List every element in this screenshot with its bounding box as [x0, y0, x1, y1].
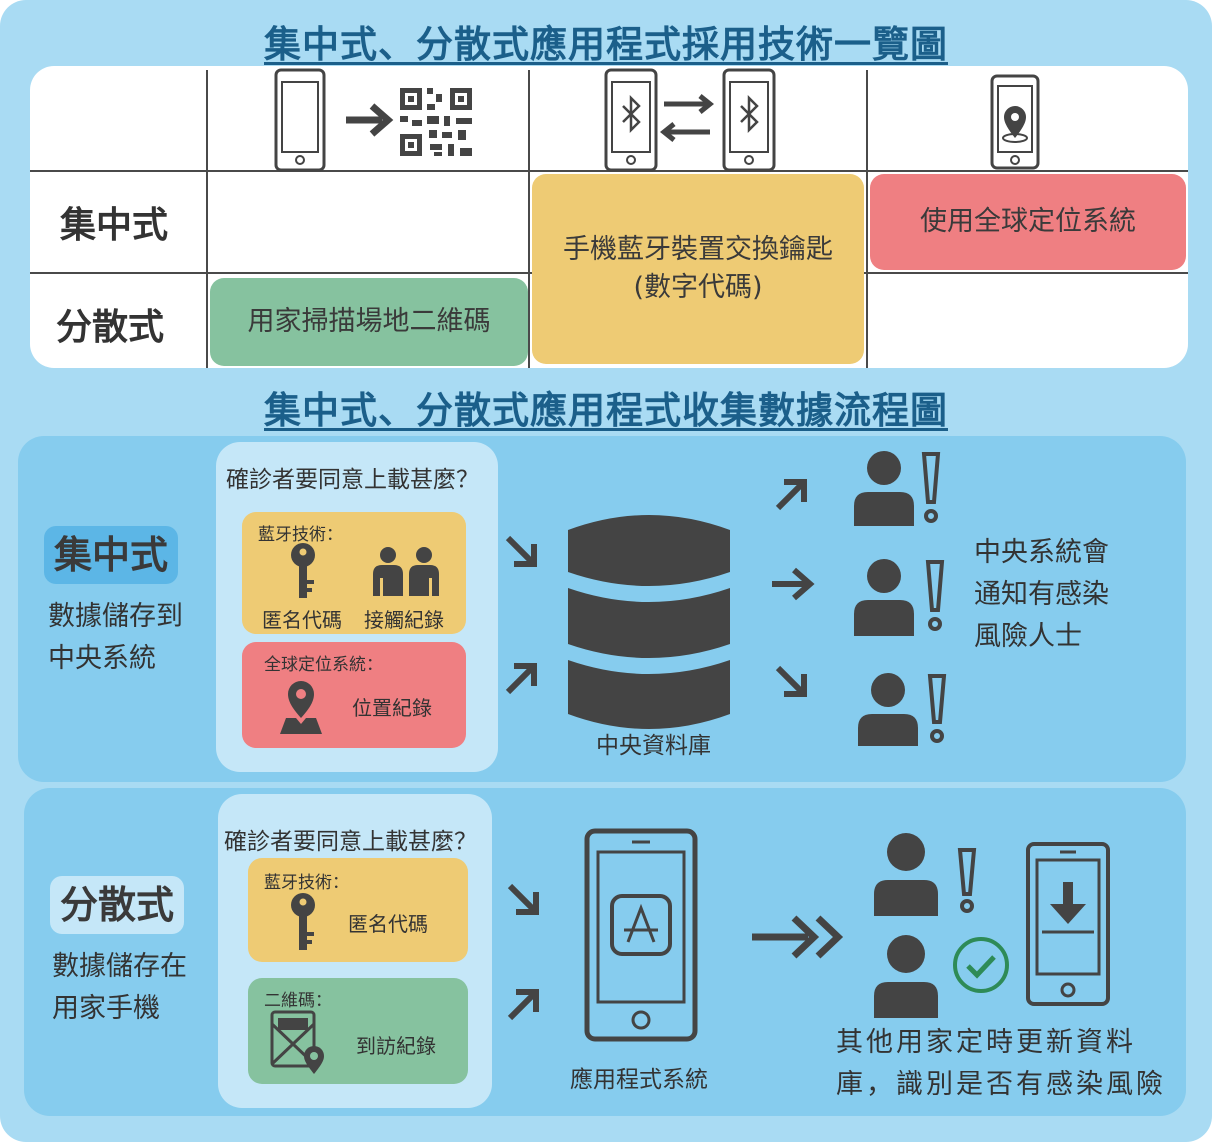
decentralized-bluetooth-box: 藍牙技術： 匿名代碼	[248, 858, 468, 962]
location-record-label: 位置紀錄	[352, 696, 432, 720]
technology-table: 集中式 分散式	[30, 66, 1188, 368]
users-status-icon	[874, 833, 977, 1018]
decentralized-section: 分散式 數據儲存在 用家手機 確診者要同意上載甚麼？ 藍牙技術： 匿名代碼 二維…	[24, 788, 1186, 1116]
centralized-desc-1: 數據儲存到	[48, 601, 183, 632]
cell-gps-text: 使用全球定位系統	[920, 206, 1136, 238]
update-text-2: 庫，識別是否有感染風險	[836, 1069, 1166, 1100]
data-flow-title: 集中式、分散式應用程式收集數據流程圖	[264, 389, 948, 432]
row-label-decentralized: 分散式	[56, 307, 165, 348]
qr-title: 二維碼：	[264, 991, 332, 1011]
centralized-section: 集中式 數據儲存到 中央系統 確診者要同意上載甚麼？ 藍牙技術： 匿名代碼 接觸…	[18, 436, 1186, 782]
arrow-down-right-icon	[775, 665, 807, 697]
table-divider	[528, 70, 530, 368]
central-database-label: 中央資料庫	[596, 733, 711, 759]
key-icon	[291, 893, 315, 950]
double-arrow-right-icon	[752, 915, 844, 959]
table-divider	[206, 70, 208, 368]
decentralized-consent-panel: 確診者要同意上載甚麼？ 藍牙技術： 匿名代碼 二維碼：	[218, 794, 492, 1108]
app-system-label: 應用程式系統	[570, 1067, 708, 1093]
central-database-icon	[568, 515, 730, 729]
notify-text-2: 通知有感染	[974, 579, 1109, 610]
gps-phone-icon	[990, 74, 1040, 170]
cell-gps: 使用全球定位系統	[870, 174, 1186, 270]
centralized-consent-panel: 確診者要同意上載甚麼？ 藍牙技術： 匿名代碼 接觸紀錄 全球定位系統：	[216, 442, 498, 772]
tech-overview-title: 集中式、分散式應用程式採用技術一覽圖	[264, 23, 948, 66]
venue-map-icon	[270, 1010, 324, 1074]
update-text-1: 其他用家定時更新資料	[836, 1027, 1136, 1058]
location-pin-icon	[280, 681, 322, 734]
bluetooth-title: 藍牙技術：	[258, 525, 343, 545]
cell-bluetooth-subtext: (數字代碼)	[633, 272, 763, 303]
gps-title: 全球定位系統：	[264, 655, 383, 675]
anon-code-label: 匿名代碼	[348, 912, 428, 936]
decentralized-desc-2: 用家手機	[52, 993, 160, 1024]
decentralized-desc-1: 數據儲存在	[52, 951, 187, 982]
decentralized-qr-box: 二維碼： 到訪紀錄	[248, 978, 468, 1084]
phone-to-qr-icon	[274, 68, 472, 172]
centralized-gps-box: 全球定位系統： 位置紀錄	[242, 642, 466, 748]
person-alert-icon	[858, 673, 947, 746]
cell-bluetooth-text: 手機藍牙裝置交換鑰匙	[563, 234, 833, 266]
cell-bluetooth: 手機藍牙裝置交換鑰匙 (數字代碼)	[532, 174, 864, 364]
centralized-consent-question: 確診者要同意上載甚麼？	[226, 467, 479, 493]
contact-record-label: 接觸紀錄	[364, 608, 444, 632]
key-icon	[291, 543, 315, 598]
arrow-up-right-icon	[507, 989, 539, 1021]
visit-record-label: 到訪紀錄	[356, 1034, 436, 1058]
notify-text-1: 中央系統會	[974, 537, 1109, 568]
bluetooth-title: 藍牙技術：	[264, 873, 349, 893]
centralized-bluetooth-box: 藍牙技術： 匿名代碼 接觸紀錄	[242, 512, 466, 634]
decentralized-label: 分散式	[50, 876, 184, 934]
anon-code-label: 匿名代碼	[262, 608, 342, 632]
arrow-up-right-icon	[775, 479, 807, 511]
decentralized-consent-question: 確診者要同意上載甚麼？	[224, 829, 477, 855]
centralized-desc-2: 中央系統	[48, 643, 156, 674]
app-phone-icon	[584, 828, 698, 1042]
contact-people-icon	[373, 547, 439, 596]
arrow-down-right-icon	[505, 535, 537, 567]
person-alert-icon	[854, 451, 941, 526]
notify-text-3: 風險人士	[974, 621, 1082, 652]
check-circle-icon	[953, 937, 1009, 993]
cell-qr-text: 用家掃描場地二維碼	[247, 306, 491, 338]
centralized-label: 集中式	[44, 526, 178, 584]
cell-qr-scan: 用家掃描場地二維碼	[210, 278, 528, 366]
arrow-right-icon	[772, 567, 815, 601]
person-alert-icon	[854, 559, 945, 636]
row-label-centralized: 集中式	[60, 205, 169, 246]
table-divider	[866, 70, 868, 368]
arrow-down-right-icon	[507, 883, 539, 915]
download-phone-icon	[1026, 842, 1110, 1006]
arrow-up-right-icon	[505, 663, 537, 695]
bluetooth-exchange-icon	[604, 68, 776, 172]
